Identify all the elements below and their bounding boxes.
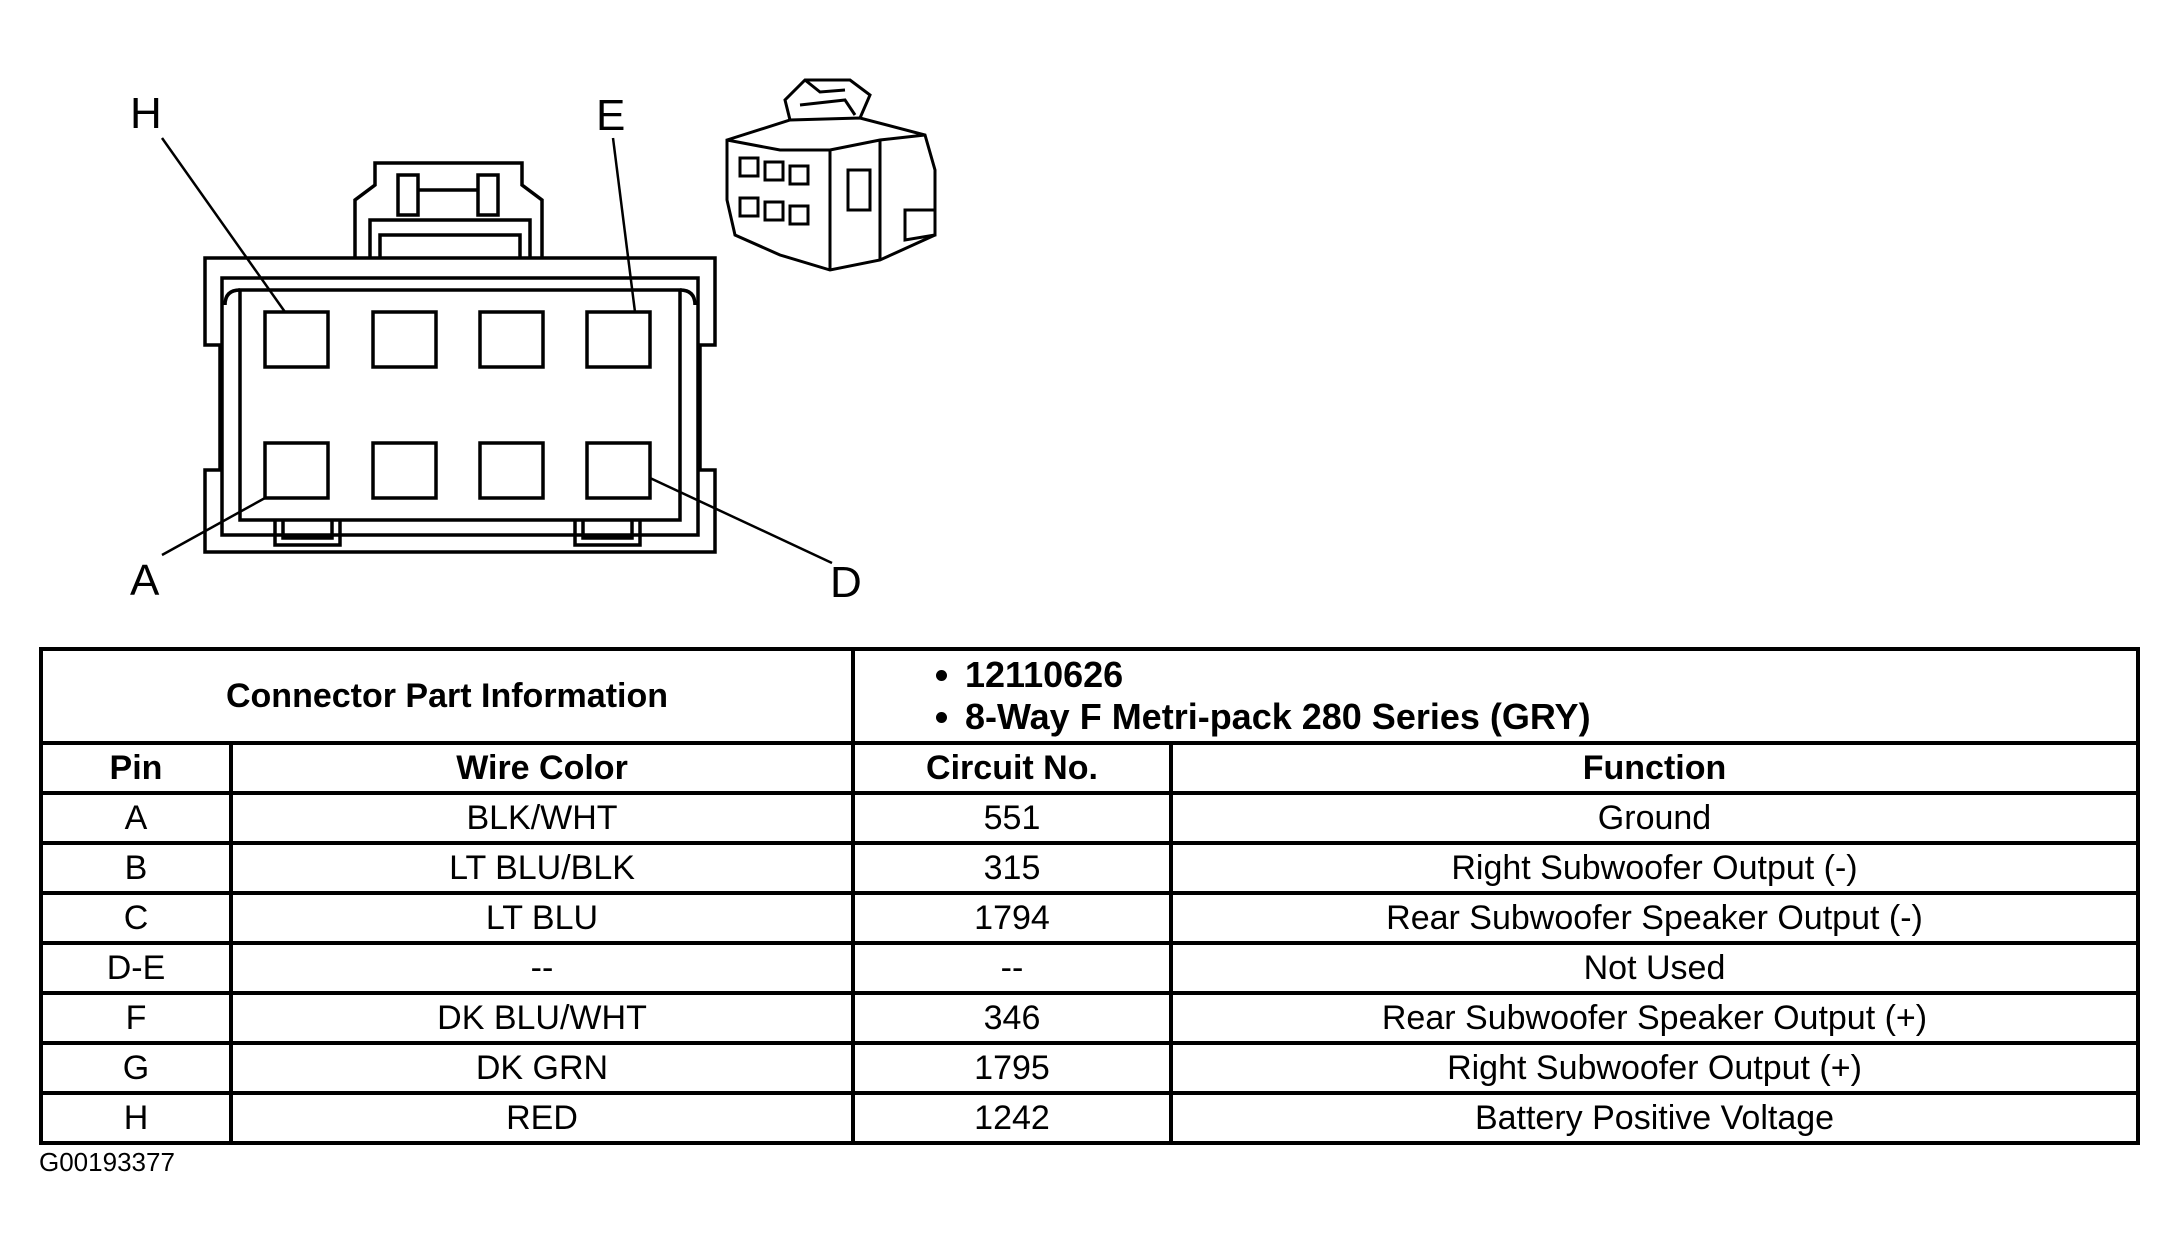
- connector-info-items: 12110626 8-Way F Metri-pack 280 Series (…: [851, 647, 2140, 745]
- table-row: C LT BLU 1794 Rear Subwoofer Speaker Out…: [39, 891, 2140, 945]
- pin-cell: D-E: [39, 941, 233, 995]
- circuit-no-cell: 346: [851, 991, 1173, 1045]
- circuit-no-cell: 1795: [851, 1041, 1173, 1095]
- table-row: G DK GRN 1795 Right Subwoofer Output (+): [39, 1041, 2140, 1095]
- function-cell: Ground: [1169, 791, 2140, 845]
- function-cell: Battery Positive Voltage: [1169, 1091, 2140, 1145]
- circuit-no-cell: 551: [851, 791, 1173, 845]
- connector-part-number: 12110626: [965, 654, 2136, 696]
- column-header-circuit-no: Circuit No.: [851, 741, 1173, 795]
- connector-face-diagram: H E A D: [130, 78, 937, 607]
- table-row: H RED 1242 Battery Positive Voltage: [39, 1091, 2140, 1145]
- wire-color-cell: BLK/WHT: [229, 791, 855, 845]
- pin-label-d: D: [830, 558, 862, 607]
- function-cell: Rear Subwoofer Speaker Output (+): [1169, 991, 2140, 1045]
- pin-cell: A: [39, 791, 233, 845]
- column-header-pin: Pin: [39, 741, 233, 795]
- circuit-no-cell: 315: [851, 841, 1173, 895]
- column-header-function: Function: [1169, 741, 2140, 795]
- connector-info-title: Connector Part Information: [39, 647, 855, 745]
- circuit-no-cell: 1242: [851, 1091, 1173, 1145]
- pin-label-e: E: [596, 91, 625, 140]
- pin-cell: C: [39, 891, 233, 945]
- connector-pinout-table: Connector Part Information 12110626 8-Wa…: [39, 647, 2140, 1145]
- table-row: B LT BLU/BLK 315 Right Subwoofer Output …: [39, 841, 2140, 895]
- wire-color-cell: RED: [229, 1091, 855, 1145]
- wire-color-cell: LT BLU/BLK: [229, 841, 855, 895]
- wire-color-cell: --: [229, 941, 855, 995]
- function-cell: Rear Subwoofer Speaker Output (-): [1169, 891, 2140, 945]
- pin-cell: G: [39, 1041, 233, 1095]
- pin-cavities: [263, 310, 652, 500]
- pin-cell: B: [39, 841, 233, 895]
- table-row: A BLK/WHT 551 Ground: [39, 791, 2140, 845]
- wire-color-cell: LT BLU: [229, 891, 855, 945]
- function-cell: Right Subwoofer Output (-): [1169, 841, 2140, 895]
- pin-cell: F: [39, 991, 233, 1045]
- column-header-wire-color: Wire Color: [229, 741, 855, 795]
- table-row: F DK BLU/WHT 346 Rear Subwoofer Speaker …: [39, 991, 2140, 1045]
- pin-cell: H: [39, 1091, 233, 1145]
- wire-color-cell: DK BLU/WHT: [229, 991, 855, 1045]
- circuit-no-cell: --: [851, 941, 1173, 995]
- pin-label-h: H: [130, 89, 162, 138]
- function-cell: Not Used: [1169, 941, 2140, 995]
- wire-color-cell: DK GRN: [229, 1041, 855, 1095]
- pin-label-a: A: [130, 556, 160, 605]
- column-header-row: Pin Wire Color Circuit No. Function: [39, 741, 2140, 795]
- circuit-no-cell: 1794: [851, 891, 1173, 945]
- connector-info-row: Connector Part Information 12110626 8-Wa…: [39, 647, 2140, 745]
- table-row: D-E -- -- Not Used: [39, 941, 2140, 995]
- connector-isometric-icon: [725, 78, 937, 272]
- figure-code: G00193377: [39, 1147, 175, 1177]
- connector-description: 8-Way F Metri-pack 280 Series (GRY): [965, 696, 2136, 738]
- function-cell: Right Subwoofer Output (+): [1169, 1041, 2140, 1095]
